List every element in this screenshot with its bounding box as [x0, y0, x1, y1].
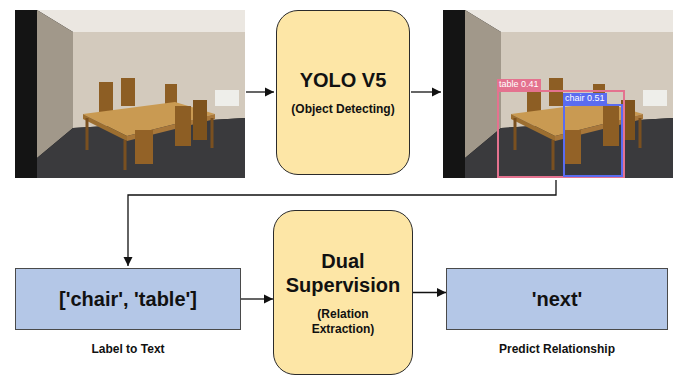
- process-box: Dual Supervision (Relation Extraction): [273, 210, 413, 375]
- detection-tag: chair 0.51: [563, 93, 607, 104]
- box-subtitle: (Relation Extraction): [291, 307, 395, 337]
- box-title: 'next': [532, 288, 583, 311]
- box-caption: Label to Text: [18, 342, 238, 356]
- detection-box: chair 0.51: [563, 104, 623, 177]
- flow-arrow: [413, 292, 446, 293]
- box-title: Dual Supervision: [284, 249, 402, 297]
- input-photo: [15, 10, 245, 178]
- box-title: YOLO V5: [300, 68, 387, 92]
- flow-arrow: [241, 298, 273, 299]
- text-box: ['chair', 'table']: [15, 268, 241, 330]
- box-caption: Predict Relationship: [447, 342, 667, 356]
- flow-arrow: [411, 91, 441, 92]
- flow-arrow: [246, 91, 274, 92]
- process-box: YOLO V5 (Object Detecting): [276, 10, 410, 175]
- box-title: ['chair', 'table']: [59, 288, 197, 311]
- detected-photo: [443, 10, 673, 178]
- box-subtitle: (Object Detecting): [291, 102, 394, 117]
- detection-tag: table 0.41: [497, 79, 541, 90]
- text-box: 'next': [446, 268, 668, 330]
